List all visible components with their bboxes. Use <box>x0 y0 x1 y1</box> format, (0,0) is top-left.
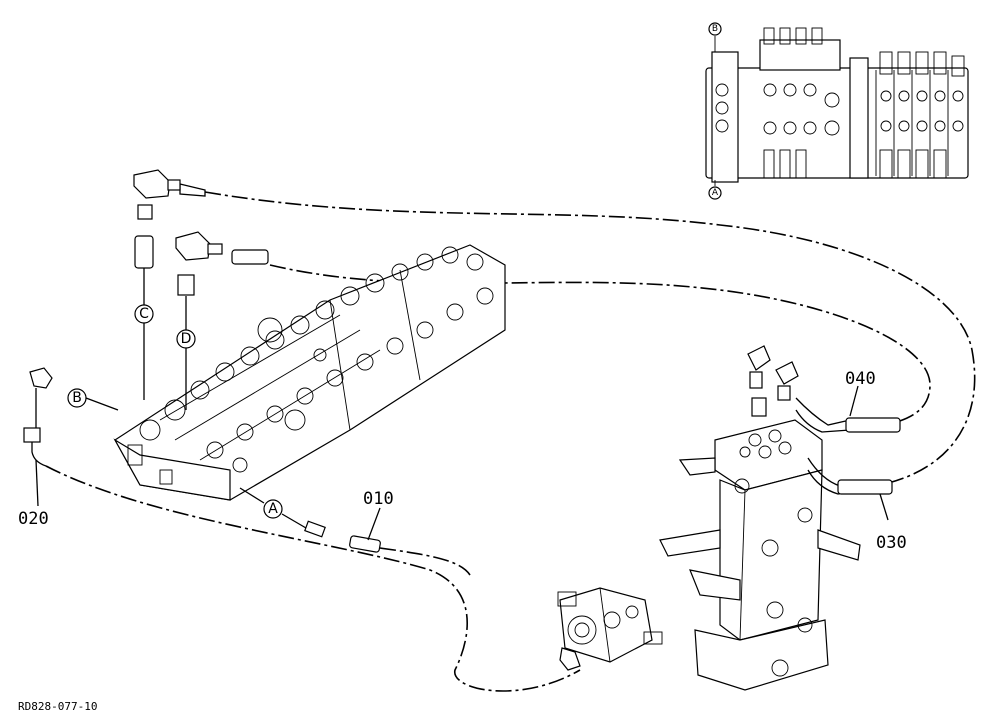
reference-code: RD828-077-10 <box>18 700 97 713</box>
hose-020-fittings[interactable] <box>23 367 53 467</box>
elbow-fitting-c-top[interactable] <box>133 169 181 269</box>
control-valve-assembly <box>113 244 506 501</box>
hose-010[interactable] <box>379 547 471 576</box>
inset-marker-b: B <box>712 24 718 34</box>
hose-010-fittings[interactable] <box>304 520 381 553</box>
inset-marker-a: A <box>712 188 719 198</box>
port-marker-c: C <box>134 304 154 324</box>
solenoid-valve <box>557 587 663 671</box>
hose-030-sleeve[interactable] <box>179 183 206 197</box>
swivel-top-fittings[interactable] <box>747 345 901 495</box>
port-marker-d: D <box>176 329 196 349</box>
svg-text:A: A <box>268 501 278 517</box>
svg-text:B: B <box>72 390 82 406</box>
svg-text:C: C <box>139 306 149 322</box>
label-010: 010 <box>363 489 394 509</box>
elbow-fitting-d-top[interactable] <box>175 231 269 296</box>
label-020: 020 <box>18 509 49 529</box>
inset-valve-top-view: B A <box>705 22 969 200</box>
label-040: 040 <box>845 369 876 389</box>
port-marker-b: B <box>67 388 87 408</box>
swivel-joint <box>659 419 861 691</box>
port-marker-a: A <box>263 499 283 519</box>
hose-030[interactable] <box>204 191 976 486</box>
hose-020[interactable] <box>45 465 581 692</box>
label-030: 030 <box>876 533 907 553</box>
svg-text:D: D <box>181 331 192 347</box>
